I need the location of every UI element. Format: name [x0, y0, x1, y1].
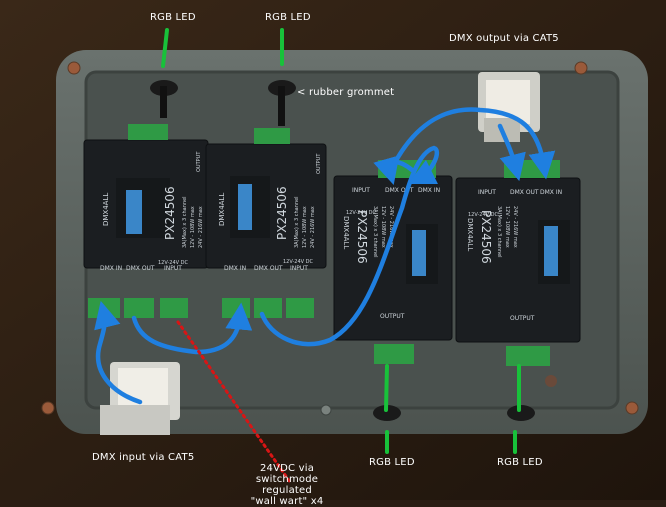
annotation-power-supply: 24VDC via switchmode regulated "wall war…	[232, 463, 342, 507]
module-3-output-label: OUTPUT	[380, 313, 405, 320]
module-2-output-label: OUTPUT	[316, 153, 322, 174]
module-2-spec3: 24V - 216W max	[310, 206, 316, 248]
module-3: DMX OUT DMX IN INPUT 12V-24V DC PX24506 …	[333, 160, 453, 364]
dmx-signal-arrows	[94, 107, 556, 405]
annotation-dmx-output: DMX output via CAT5	[449, 33, 559, 44]
module-3-supply-label: 12V-24V DC	[346, 210, 377, 216]
annotation-dmx-input: DMX input via CAT5	[92, 452, 195, 463]
annotation-psu-line3: "wall wart" x4	[250, 496, 324, 507]
module-1-spec3: 24V - 216W max	[198, 206, 204, 248]
corner-screws	[41, 61, 639, 416]
module-2-dmx-out-label: DMX OUT	[254, 265, 283, 272]
module-1-input-label: INPUT	[164, 265, 182, 272]
module-1-supply-label: 12V-24V DC	[158, 260, 189, 266]
module-1-dmx-out-label: DMX OUT	[126, 265, 155, 272]
module-1-spec2: 12V - 108W max	[190, 206, 196, 248]
annotation-rgb-led-2: RGB LED	[265, 12, 311, 23]
dip-switch	[126, 190, 142, 234]
module-3-dmx-in-label: DMX IN	[418, 187, 440, 194]
annotation-psu-line1: 24VDC via	[259, 463, 315, 474]
module-3-spec3: 24V - 216W max	[388, 206, 394, 248]
led-wire-markers	[161, 28, 521, 454]
module-2: DMX IN DMX OUT INPUT 12V-24V DC PX24506 …	[205, 128, 327, 318]
module-1-spec1: 3A(Max) x 3 channel	[182, 196, 188, 248]
module-1: DMX IN DMX OUT INPUT 12V-24V DC PX24506 …	[83, 124, 209, 318]
module-3-spec1: 3A(Max) x 3 channel	[372, 206, 378, 258]
module-4-spec2: 12V - 108W max	[504, 206, 510, 248]
module-4-spec1: 3A(Max) x 3 channel	[496, 206, 502, 258]
module-1-output-label: OUTPUT	[196, 151, 202, 172]
module-1-model: PX24506	[163, 186, 177, 240]
module-2-spec2: 12V - 108W max	[302, 206, 308, 248]
dip-switch	[544, 226, 558, 276]
annotation-rgb-led-1: RGB LED	[150, 12, 196, 23]
module-2-model: PX24506	[275, 186, 289, 240]
module-1-brand: DMX4ALL	[102, 193, 110, 226]
annotation-rgb-led-4: RGB LED	[497, 457, 543, 468]
module-3-input-label: INPUT	[352, 187, 370, 194]
power-path-dots	[176, 320, 292, 484]
module-2-brand: DMX4ALL	[218, 193, 226, 226]
dip-switch	[412, 230, 426, 276]
module-4-supply-label: 12V-24V DC	[468, 212, 499, 218]
module-3-brand: DMX4ALL	[342, 216, 350, 249]
module-2-dmx-in-label: DMX IN	[224, 265, 246, 272]
module-4-input-label: INPUT	[478, 189, 496, 196]
annotation-rgb-led-3: RGB LED	[369, 457, 415, 468]
annotation-rubber-grommet: < rubber grommet	[297, 87, 395, 98]
module-1-dmx-in-label: DMX IN	[100, 265, 122, 272]
terminal-output	[128, 124, 168, 140]
module-4-dmx-out-label: DMX OUT	[510, 189, 539, 196]
module-4-output-label: OUTPUT	[510, 315, 535, 322]
module-4-model: PX24506	[479, 210, 493, 264]
module-3-dmx-out-label: DMX OUT	[385, 187, 414, 194]
cat5-input-jack	[100, 362, 180, 435]
top-grommets	[150, 80, 535, 421]
module-4: DMX OUT DMX IN INPUT 12V-24V DC PX24506 …	[455, 160, 581, 366]
annotation-psu-line2: switchmode regulated	[255, 474, 319, 496]
module-4-brand: DMX4ALL	[466, 218, 474, 251]
module-3-spec2: 12V - 108W max	[380, 206, 386, 248]
module-2-supply-label: 12V-24V DC	[283, 259, 314, 265]
module-4-dmx-in-label: DMX IN	[540, 189, 562, 196]
module-4-spec3: 24V - 216W max	[512, 206, 518, 248]
dip-switch	[238, 184, 252, 230]
module-2-spec1: 3A(Max) x 3 channel	[294, 196, 300, 248]
module-2-input-label: INPUT	[290, 265, 308, 272]
module-3-model: PX24506	[355, 210, 369, 264]
